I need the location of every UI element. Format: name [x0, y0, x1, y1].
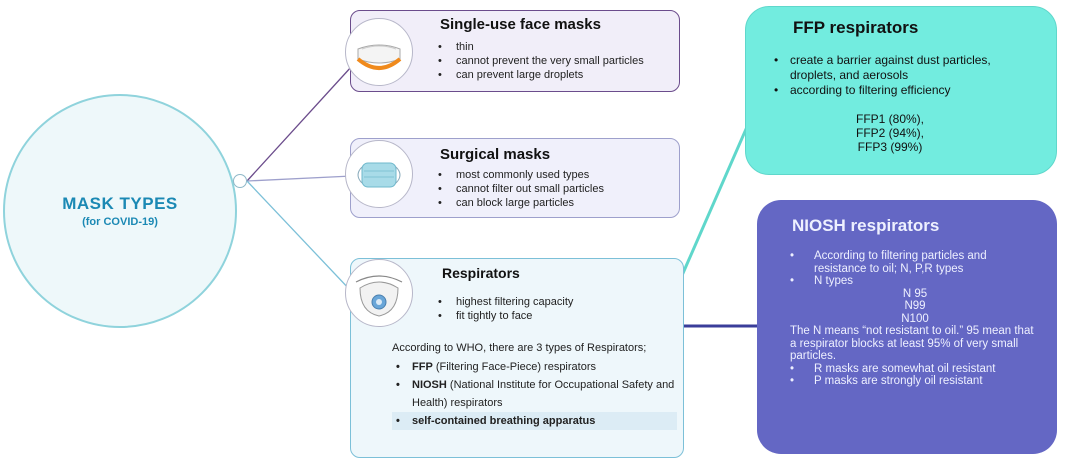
list-item: can block large particles: [432, 196, 672, 210]
niosh-n-level: N99: [904, 300, 926, 312]
surgical-mask-icon: [345, 140, 413, 208]
single-use-bullets: thin cannot prevent the very small parti…: [432, 40, 672, 82]
list-item: thin: [432, 40, 672, 54]
list-item: create a barrier against dust particles,…: [770, 53, 1040, 83]
hub-subtitle: (for COVID-19): [82, 216, 158, 228]
list-item: According to filtering particles and res…: [790, 250, 1040, 275]
list-item: self-contained breathing apparatus: [392, 412, 677, 430]
niosh-note: The N means “not resistant to oil.” 95 m…: [790, 325, 1034, 362]
ffp-bullets: create a barrier against dust particles,…: [770, 53, 1040, 98]
list-item: NIOSH (National Institute for Occupation…: [392, 376, 677, 412]
list-item: can prevent large droplets: [432, 68, 672, 82]
niosh-n-level: N 95: [902, 287, 928, 300]
niosh-body: According to filtering particles and res…: [790, 250, 1040, 388]
list-item: fit tightly to face: [432, 309, 672, 323]
list-item: FFP (Filtering Face-Piece) respirators: [392, 358, 677, 376]
connector-ffp: [678, 119, 752, 281]
type-desc: (Filtering Face-Piece) respirators: [432, 361, 596, 373]
surgical-bullets: most commonly used types cannot filter o…: [432, 168, 672, 210]
type-name: FFP: [412, 361, 433, 373]
niosh-n-level: N100: [901, 312, 929, 325]
hub-title: MASK TYPES: [62, 194, 178, 213]
connector-single: [246, 65, 353, 182]
connector-surgical: [246, 175, 353, 182]
list-item: cannot prevent the very small particles: [432, 54, 672, 68]
respirators-bullets: highest filtering capacity fit tightly t…: [432, 295, 672, 323]
list-item: most commonly used types: [432, 168, 672, 182]
ffp-level: FFP1 (80%),: [855, 112, 924, 126]
ffp-level: FFP2 (94%),: [855, 126, 924, 140]
list-item: according to filtering efficiency: [770, 83, 1040, 98]
respirator-types: According to WHO, there are 3 types of R…: [392, 340, 677, 430]
respirators-title: Respirators: [442, 265, 520, 281]
niosh-title: NIOSH respirators: [792, 216, 940, 235]
type-name: self-contained breathing apparatus: [412, 415, 596, 427]
respirator-types-intro: According to WHO, there are 3 types of R…: [392, 342, 647, 354]
surgical-title: Surgical masks: [440, 146, 551, 163]
single-use-title: Single-use face masks: [440, 16, 601, 33]
list-item: cannot filter out small particles: [432, 182, 672, 196]
ffp-level: FFP3 (99%): [857, 140, 923, 154]
type-name: NIOSH: [412, 379, 447, 391]
connector-respirators: [246, 180, 353, 293]
list-item: P masks are strongly oil resistant: [790, 375, 1040, 388]
type-desc: (National Institute for Occupational Saf…: [412, 379, 675, 409]
mask-types-hub: MASK TYPES (for COVID-19): [3, 94, 237, 328]
list-item: R masks are somewhat oil resistant: [790, 363, 1040, 376]
niosh-respirators-box: [757, 200, 1057, 454]
disposable-mask-icon: [345, 18, 413, 86]
list-item: highest filtering capacity: [432, 295, 672, 309]
respirator-icon: [345, 259, 413, 327]
ffp-levels: FFP1 (80%), FFP2 (94%), FFP3 (99%): [830, 112, 950, 154]
ffp-title: FFP respirators: [793, 18, 919, 37]
list-item: N types: [790, 275, 1040, 288]
hub-connector-knob: [233, 174, 247, 188]
